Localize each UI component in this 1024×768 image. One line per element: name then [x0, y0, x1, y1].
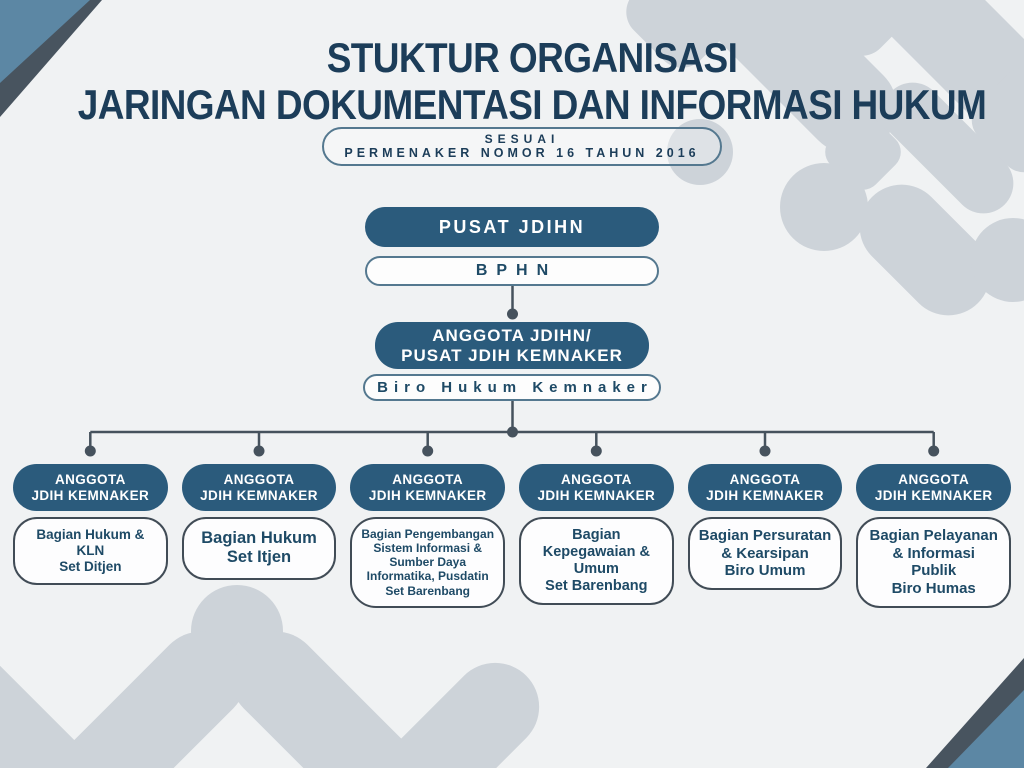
member-column-6: ANGGOTA JDIH KEMNAKER Bagian Pelayanan &…	[856, 464, 1012, 608]
decor-square	[626, 0, 738, 68]
member-pill: ANGGOTA JDIH KEMNAKER	[856, 464, 1012, 511]
member-unit-box: Bagian Kepegawaian & Umum Set Barenbang	[519, 517, 674, 606]
member-label-line-1: ANGGOTA	[54, 471, 126, 487]
subtitle-line-1: SESUAI	[484, 132, 560, 146]
node-label-line-1: ANGGOTA JDIHN/	[432, 325, 592, 345]
connector-dot	[928, 445, 940, 457]
node-biro-hukum-kemnaker: Biro Hukum Kemnaker	[363, 374, 661, 401]
page-title: STUKTUR ORGANISASI JARINGAN DOKUMENTASI …	[40, 35, 1024, 129]
member-column-3: ANGGOTA JDIH KEMNAKER Bagian Pengembanga…	[350, 464, 506, 608]
decor-circle	[971, 218, 1024, 302]
member-label-line-1: ANGGOTA	[392, 471, 464, 487]
member-label-line-1: ANGGOTA	[729, 471, 801, 487]
connector-dot	[759, 445, 771, 457]
member-label-line-2: JDIH KEMNAKER	[706, 487, 824, 503]
unit-line: & Kearsipan	[721, 544, 809, 562]
subtitle-badge: SESUAI PERMENAKER NOMOR 16 TAHUN 2016	[322, 127, 722, 166]
node-label: PUSAT JDIHN	[438, 216, 586, 237]
decor-pill	[230, 631, 420, 768]
triangle-blue	[0, 0, 90, 83]
connector-dot	[507, 426, 518, 438]
member-column-4: ANGGOTA JDIH KEMNAKER Bagian Kepegawaian…	[519, 464, 674, 608]
connector-dot	[422, 445, 434, 457]
member-pill: ANGGOTA JDIH KEMNAKER	[13, 464, 168, 511]
unit-line: Set Barenbang	[385, 583, 471, 598]
unit-line: Bagian	[572, 527, 621, 543]
member-unit-box: Bagian Hukum Set Itjen	[181, 517, 337, 580]
node-unit-label: BPHN	[475, 262, 558, 279]
member-unit-box: Bagian Pelayanan & Informasi Publik Biro…	[856, 517, 1012, 608]
corner-triangle-top-left	[0, 0, 102, 117]
member-label-line-1: ANGGOTA	[223, 471, 295, 487]
unit-line: Sistem Informasi &	[373, 541, 483, 556]
member-unit-box: Bagian Hukum & KLN Set Ditjen	[13, 517, 168, 585]
member-pill: ANGGOTA JDIH KEMNAKER	[519, 464, 674, 511]
connector-dot	[84, 445, 96, 457]
member-column-5: ANGGOTA JDIH KEMNAKER Bagian Persuratan …	[687, 464, 843, 608]
member-label-line-1: ANGGOTA	[898, 471, 970, 487]
unit-line: Bagian Persuratan	[698, 527, 832, 544]
triangle-blue	[948, 690, 1024, 768]
member-pill: ANGGOTA JDIH KEMNAKER	[181, 464, 337, 511]
unit-line: Biro Umum	[724, 562, 806, 580]
unit-line: Informatika, Pusdatin	[366, 569, 489, 584]
title-line-1: STUKTUR ORGANISASI	[326, 35, 738, 81]
member-label-line-2: JDIH KEMNAKER	[368, 487, 487, 503]
connector-dot	[507, 308, 518, 320]
decor-pattern-top-right	[626, 0, 1024, 316]
connector-dot	[590, 445, 602, 457]
node-unit-label: Biro Hukum Kemnaker	[377, 379, 653, 396]
member-label-line-2: JDIH KEMNAKER	[874, 487, 993, 503]
decor-pill	[859, 184, 991, 316]
unit-line: Bagian Pelayanan	[869, 527, 998, 544]
member-pill: ANGGOTA JDIH KEMNAKER	[687, 464, 843, 511]
unit-line: Umum	[573, 561, 619, 578]
unit-line: Bagian Hukum &	[36, 527, 145, 542]
unit-line: Publik	[911, 562, 957, 580]
node-pusat-jdihn: PUSAT JDIHN	[365, 207, 659, 247]
unit-line: Set Itjen	[226, 548, 292, 567]
decor-pill	[364, 662, 540, 768]
title-line-2: JARINGAN DOKUMENTASI DAN INFORMASI HUKUM	[77, 82, 987, 128]
unit-line: Kepegawaian &	[542, 544, 650, 561]
unit-line: Bagian Hukum	[201, 529, 317, 547]
corner-triangle-bottom-right	[926, 658, 1024, 768]
decor-pill	[876, 0, 1024, 160]
node-bphn: BPHN	[365, 256, 659, 286]
decor-pattern-bottom-left	[0, 585, 540, 768]
member-pill: ANGGOTA JDIH KEMNAKER	[350, 464, 506, 511]
decor-circle	[780, 163, 868, 251]
connector-dot	[253, 445, 265, 457]
unit-line: Set Barenbang	[545, 578, 648, 595]
unit-line: Bagian Pengembangan	[361, 527, 495, 541]
node-label-line-2: PUSAT JDIH KEMNAKER	[401, 345, 623, 365]
decor-pill	[693, 0, 897, 154]
member-unit-box: Bagian Persuratan & Kearsipan Biro Umum	[687, 517, 843, 591]
unit-line: & Informasi	[892, 544, 975, 562]
member-column-2: ANGGOTA JDIH KEMNAKER Bagian Hukum Set I…	[181, 464, 337, 608]
decor-square	[971, 67, 1024, 173]
member-label-line-2: JDIH KEMNAKER	[200, 487, 318, 503]
members-row: ANGGOTA JDIH KEMNAKER Bagian Hukum & KLN…	[13, 464, 1012, 608]
unit-line: KLN	[76, 542, 105, 558]
member-column-1: ANGGOTA JDIH KEMNAKER Bagian Hukum & KLN…	[13, 464, 168, 608]
member-label-line-2: JDIH KEMNAKER	[31, 487, 150, 503]
decor-pill	[0, 650, 98, 768]
unit-line: Set Ditjen	[59, 558, 122, 574]
decor-pill	[882, 82, 1014, 214]
member-label-line-2: JDIH KEMNAKER	[537, 487, 656, 503]
decor-pill	[57, 631, 247, 768]
member-label-line-1: ANGGOTA	[560, 471, 632, 487]
member-unit-box: Bagian Pengembangan Sistem Informasi & S…	[350, 517, 506, 608]
subtitle-line-2: PERMENAKER NOMOR 16 TAHUN 2016	[344, 146, 700, 160]
node-anggota-jdihn-pusat-jdih-kemnaker: ANGGOTA JDIHN/ PUSAT JDIH KEMNAKER	[375, 322, 649, 369]
unit-line: Biro Humas	[891, 580, 976, 598]
unit-line: Sumber Daya	[389, 555, 467, 570]
